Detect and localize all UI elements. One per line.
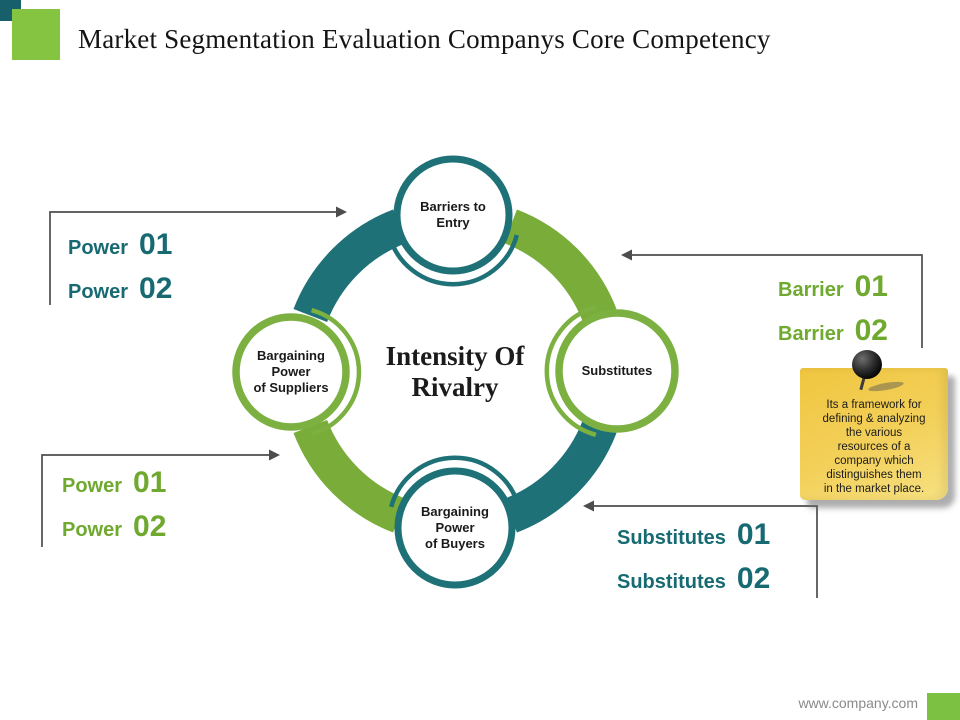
bracket-bottom-right [594, 505, 818, 598]
echo-arc-left [311, 308, 362, 436]
node-label-buyers: Bargaining Power of Buyers [421, 504, 489, 551]
callout-label: Substitutes [617, 527, 726, 549]
center-label: Intensity Of Rivalry [385, 341, 525, 402]
callout-label: Substitutes [617, 571, 726, 593]
bracket-top-left [49, 211, 336, 305]
callout-top-left: Power 01 Power 02 [68, 226, 172, 314]
footer-accent-square [927, 693, 960, 720]
callout-number: 02 [133, 510, 167, 543]
node-label-suppliers: Bargaining Power of Suppliers [253, 348, 329, 395]
callout-item: Barrier 01 [778, 268, 888, 312]
callout-bottom-left: Power 01 Power 02 [62, 464, 166, 552]
callout-bottom-right: Substitutes 01 Substitutes 02 [617, 516, 770, 604]
callout-number: 02 [736, 562, 771, 595]
echo-arc-right [544, 305, 597, 437]
ring-arc-bottom-left [293, 419, 407, 533]
node-label-barriers: Barriers to Entry [420, 199, 486, 230]
arrow-right-icon [269, 449, 280, 461]
callout-item: Barrier 02 [778, 312, 888, 356]
callout-number: 01 [736, 518, 771, 551]
node-circle-suppliers [232, 313, 350, 431]
bracket-bottom-left [41, 454, 269, 547]
callout-label: Barrier [778, 323, 844, 345]
accent-square-green [12, 9, 60, 60]
callout-top-right: Barrier 01 Barrier 02 [778, 268, 888, 356]
node-circle-barriers [393, 155, 513, 275]
callout-label: Power [68, 281, 129, 303]
node-circle-buyers [394, 467, 516, 589]
footer-url: www.company.com [798, 695, 918, 711]
callout-item: Power 02 [62, 508, 166, 552]
arrow-left-icon [583, 500, 594, 512]
callout-number: 01 [139, 228, 173, 261]
callout-item: Power 01 [62, 464, 166, 508]
sticky-note-text: Its a framework for defining & analyzing… [822, 399, 926, 495]
ring-arc-top-right [503, 209, 617, 323]
push-pin-icon [852, 350, 882, 379]
callout-number: 02 [854, 314, 888, 347]
ring-arc-bottom-right [503, 419, 617, 533]
ring-arc-top-left [293, 209, 407, 323]
callout-item: Power 01 [68, 226, 172, 270]
callout-number: 01 [133, 466, 167, 499]
arrow-left-icon [621, 249, 632, 261]
callout-label: Power [68, 237, 129, 259]
callout-number: 01 [854, 270, 888, 303]
arrow-right-icon [336, 206, 347, 218]
callout-item: Substitutes 01 [617, 516, 770, 560]
sticky-note: Its a framework for defining & analyzing… [800, 368, 948, 500]
callout-number: 02 [139, 272, 173, 305]
callout-label: Power [62, 519, 123, 541]
echo-arc-bottom [389, 455, 521, 508]
callout-label: Power [62, 475, 123, 497]
bracket-top-right [632, 254, 923, 348]
echo-arc-top [387, 234, 519, 287]
page-title: Market Segmentation Evaluation Companys … [78, 24, 771, 54]
node-label-substitutes: Substitutes [581, 363, 653, 378]
node-circle-substitutes [555, 309, 679, 433]
connector-lines [41, 211, 923, 598]
callout-item: Substitutes 02 [617, 560, 770, 604]
callout-item: Power 02 [68, 270, 172, 314]
callout-label: Barrier [778, 279, 844, 301]
